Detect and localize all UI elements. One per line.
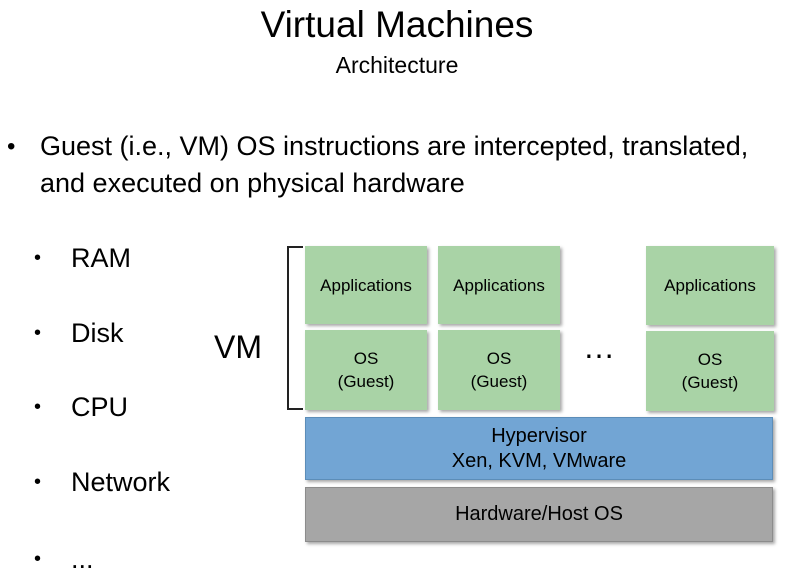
sub-item-label: ... <box>71 544 94 574</box>
sub-item-label: Disk <box>71 318 124 348</box>
sub-item-disk: • Disk <box>34 317 124 349</box>
box-label: Applications <box>664 276 756 295</box>
sub-item-more: •... <box>34 543 94 575</box>
box-label: Applications <box>453 275 545 295</box>
vm-label: VM <box>214 329 262 365</box>
box-label: OS <box>353 349 379 368</box>
sub-item-label: Network <box>71 467 171 497</box>
bullet-marker: • <box>34 247 42 269</box>
box-sublabel: (Guest) <box>681 373 739 392</box>
sub-item-ram: • RAM <box>34 242 131 274</box>
vm3-os-box: OS (Guest) <box>646 331 774 411</box>
bullet-marker: • <box>34 322 42 344</box>
main-bullet-text: Guest (i.e., VM) OS instructions are int… <box>40 131 749 198</box>
hypervisor-title: Hypervisor <box>491 424 587 447</box>
box-sublabel: (Guest) <box>470 372 528 391</box>
sub-item-cpu: • CPU <box>34 391 128 423</box>
vm2-os-box: OS (Guest) <box>438 330 560 410</box>
hypervisor-layer: Hypervisor Xen, KVM, VMware <box>305 417 773 480</box>
sub-item-label: CPU <box>71 392 129 422</box>
hardware-layer: Hardware/Host OS <box>305 487 773 542</box>
vm1-os-box: OS (Guest) <box>305 330 427 410</box>
slide-subtitle: Architecture <box>335 52 459 78</box>
box-label: OS <box>697 350 723 369</box>
vm2-applications-box: Applications <box>438 246 560 324</box>
box-sublabel: (Guest) <box>337 372 395 391</box>
more-vms-ellipsis: … <box>583 329 617 365</box>
vm3-applications-box: Applications <box>646 246 774 325</box>
vm1-applications-box: Applications <box>305 246 427 324</box>
bullet-marker: • <box>34 471 42 493</box>
slide-title: Virtual Machines <box>260 4 534 45</box>
hardware-label: Hardware/Host OS <box>455 503 623 525</box>
vm-bracket <box>287 246 303 410</box>
bullet-marker: • <box>34 396 42 418</box>
box-label: Applications <box>320 275 412 295</box>
bullet-marker: • <box>7 133 16 160</box>
sub-item-label: RAM <box>71 243 131 273</box>
hypervisor-examples: Xen, KVM, VMware <box>451 449 627 472</box>
bullet-marker: • <box>34 548 42 570</box>
sub-item-network: • Network <box>34 466 170 498</box>
box-label: OS <box>486 349 512 368</box>
